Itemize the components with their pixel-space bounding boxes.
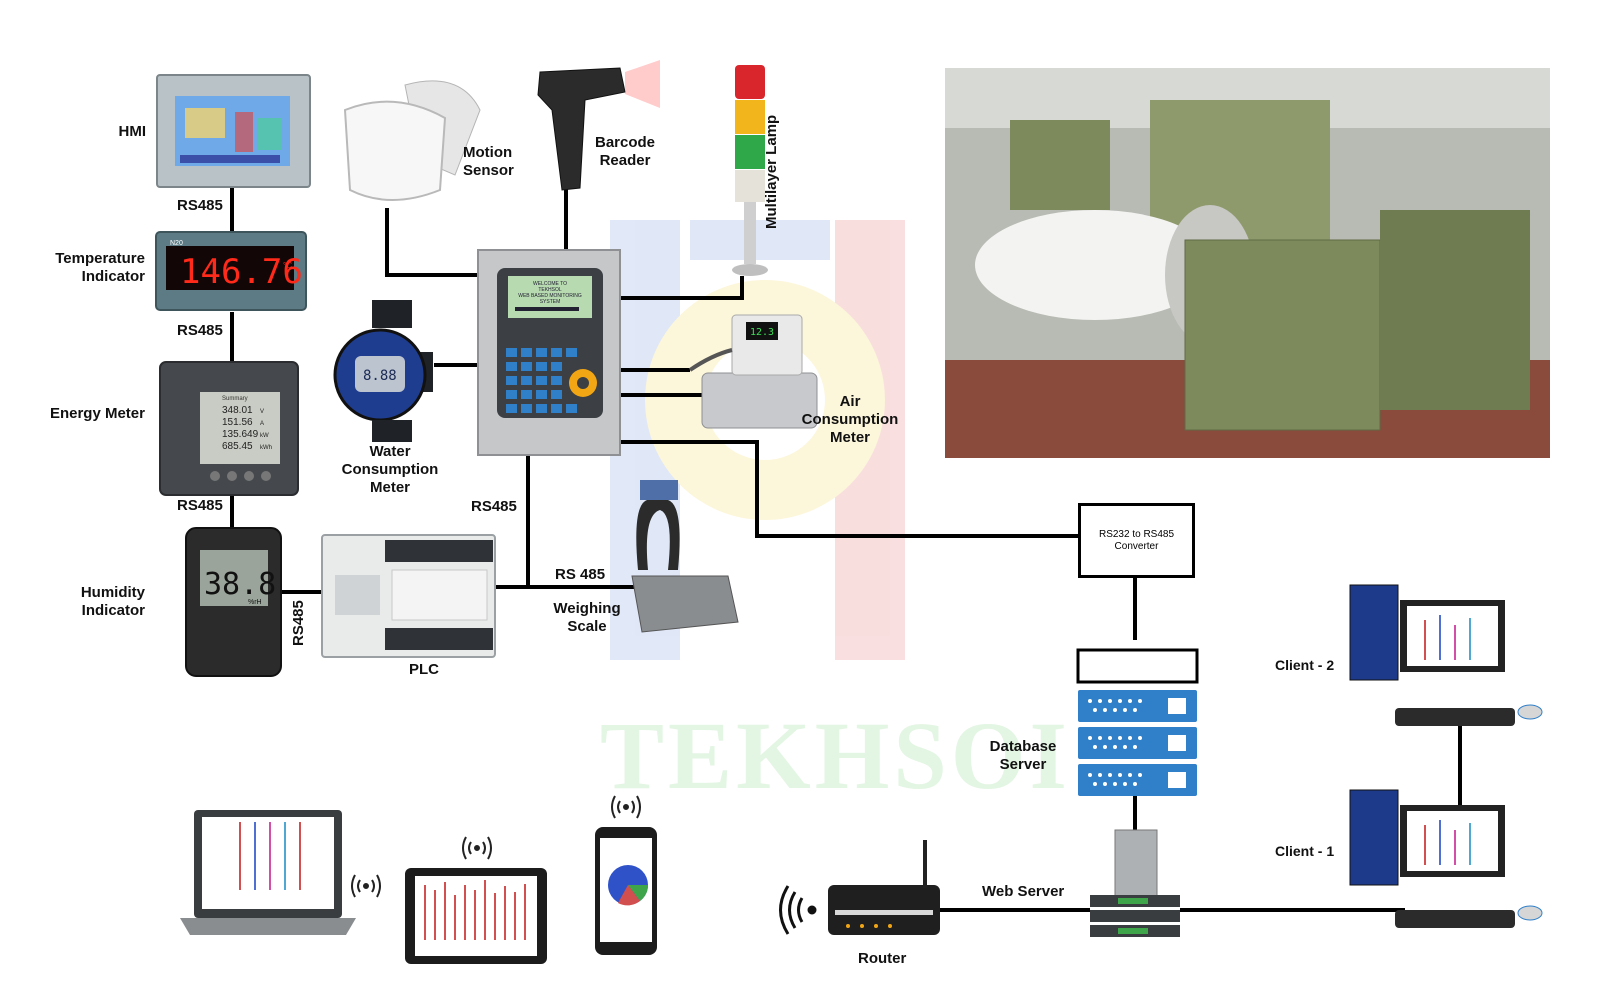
label-water-meter: Water Consumption Meter: [335, 443, 445, 497]
energy-unit-2: A: [260, 421, 264, 427]
label-barcode-reader: Barcode Reader: [588, 134, 662, 170]
phone-wifi-icon: [611, 795, 641, 819]
label-client-2: Client - 2: [1275, 657, 1335, 673]
label-database-line-1: Database: [989, 738, 1057, 755]
label-client-1: Client - 1: [1275, 843, 1335, 859]
energy-value-4: 685.45: [222, 441, 253, 452]
tablet: [405, 868, 547, 964]
label-air-line-2: Consumption: [801, 411, 899, 428]
tablet-wifi-icon: [462, 836, 492, 860]
watermark-text: TEKHSOI: [600, 702, 1071, 809]
label-water-line-3: Meter: [369, 479, 410, 496]
label-humidity-indicator: Humidity Indicator: [50, 584, 145, 620]
label-rs485-scale: RS 485: [555, 566, 606, 583]
energy-value-1: 348.01: [222, 405, 253, 416]
client-2: [1349, 584, 1543, 726]
controller-keypad: [506, 348, 577, 413]
label-rs485-vertical: RS485: [290, 600, 307, 646]
humidity-unit-text: %rH: [248, 599, 262, 606]
humidity-indicator: 38.8 %rH: [185, 527, 282, 677]
label-energy-meter: Energy Meter: [49, 405, 145, 422]
label-scale-line-2: Scale: [567, 618, 607, 635]
label-motion-sensor: Motion Sensor: [463, 144, 514, 180]
label-air-line-3: Meter: [829, 429, 870, 446]
label-barcode-line-1: Barcode: [594, 134, 656, 151]
label-barcode-line-2: Reader: [599, 152, 651, 169]
label-air-line-1: Air: [839, 393, 861, 410]
label-rs485-3: RS485: [177, 497, 223, 514]
temperature-value-text: 146.76: [180, 252, 303, 292]
energy-unit-1: V: [260, 409, 264, 415]
label-motion-line-2: Sensor: [463, 162, 514, 179]
router-wifi-icon: [779, 885, 817, 935]
label-water-line-2: Consumption: [341, 461, 439, 478]
connection-lines: [230, 185, 1462, 912]
laptop: [180, 810, 356, 935]
barcode-reader: [537, 60, 660, 191]
database-server: [1076, 648, 1199, 796]
converter-line-1: RS232 to RS485: [1098, 528, 1175, 540]
label-temperature-line-1: Temperature: [55, 250, 145, 267]
client-1: [1349, 789, 1543, 928]
label-water-line-1: Water: [369, 443, 411, 460]
label-rs485-1: RS485: [177, 197, 223, 214]
temperature-unit-text: °C: [283, 261, 292, 270]
label-temperature-line-2: Indicator: [81, 268, 145, 285]
laptop-wifi-icon: [351, 874, 381, 898]
label-motion-line-1: Motion: [463, 144, 513, 161]
label-scale-line-1: Weighing: [553, 600, 621, 617]
router: [828, 840, 940, 935]
plc-unit: [321, 534, 496, 658]
label-air-meter: Air Consumption Meter: [795, 393, 905, 447]
converter-line-2: Converter: [1114, 540, 1159, 552]
energy-value-2: 151.56: [222, 417, 253, 428]
controller-screen-line-4: SYSTEM: [540, 299, 561, 305]
rs232-rs485-converter: RS232 to RS485 Converter: [1078, 503, 1195, 578]
energy-header-text: Summary: [222, 396, 248, 402]
label-weighing-scale: Weighing Scale: [545, 600, 629, 636]
smartphone: [595, 827, 657, 955]
label-multilayer-lamp: Multilayer Lamp: [763, 114, 780, 229]
temperature-indicator: N20 146.76 °C: [155, 231, 307, 311]
label-database-line-2: Server: [999, 756, 1047, 773]
energy-unit-4: kWh: [260, 445, 272, 451]
main-controller: WELCOME TO TEKHSOL WEB BASED MONITORING …: [477, 249, 621, 456]
controller-screen-line-1: WELCOME TO: [533, 281, 567, 287]
label-router: Router: [858, 950, 907, 967]
energy-unit-3: kW: [260, 433, 269, 439]
air-display-text: 12.3: [750, 327, 774, 338]
label-plc: PLC: [409, 661, 439, 678]
energy-meter: Summary 348.01 151.56 135.649 685.45 V A…: [159, 361, 299, 496]
label-rs485-2: RS485: [177, 322, 223, 339]
controller-screen-line-2: TEKHSOL: [538, 287, 562, 293]
hmi-panel: [156, 74, 311, 188]
label-temperature-indicator: Temperature Indicator: [40, 250, 145, 286]
temperature-model-text: N20: [170, 240, 183, 247]
label-web-server: Web Server: [982, 883, 1065, 900]
multilayer-lamp: [732, 65, 768, 276]
water-display-text: 8.88: [363, 368, 397, 384]
humidity-value-text: 38.8: [204, 567, 276, 602]
controller-screen-line-3: WEB BASED MONITORING: [518, 293, 582, 299]
weighing-scale: [631, 480, 739, 633]
factory-photo: [945, 68, 1550, 458]
air-meter: 12.3: [688, 314, 818, 429]
motion-sensor: [343, 80, 481, 201]
label-humidity-line-1: Humidity: [80, 584, 145, 601]
label-humidity-line-2: Indicator: [81, 602, 145, 619]
energy-value-3: 135.649: [222, 429, 259, 440]
water-meter: 8.88: [333, 300, 433, 442]
web-server: [1090, 829, 1180, 937]
label-hmi: HMI: [118, 123, 147, 140]
label-rs485-4: RS485: [471, 498, 517, 515]
label-database-server: Database Server: [985, 738, 1061, 774]
